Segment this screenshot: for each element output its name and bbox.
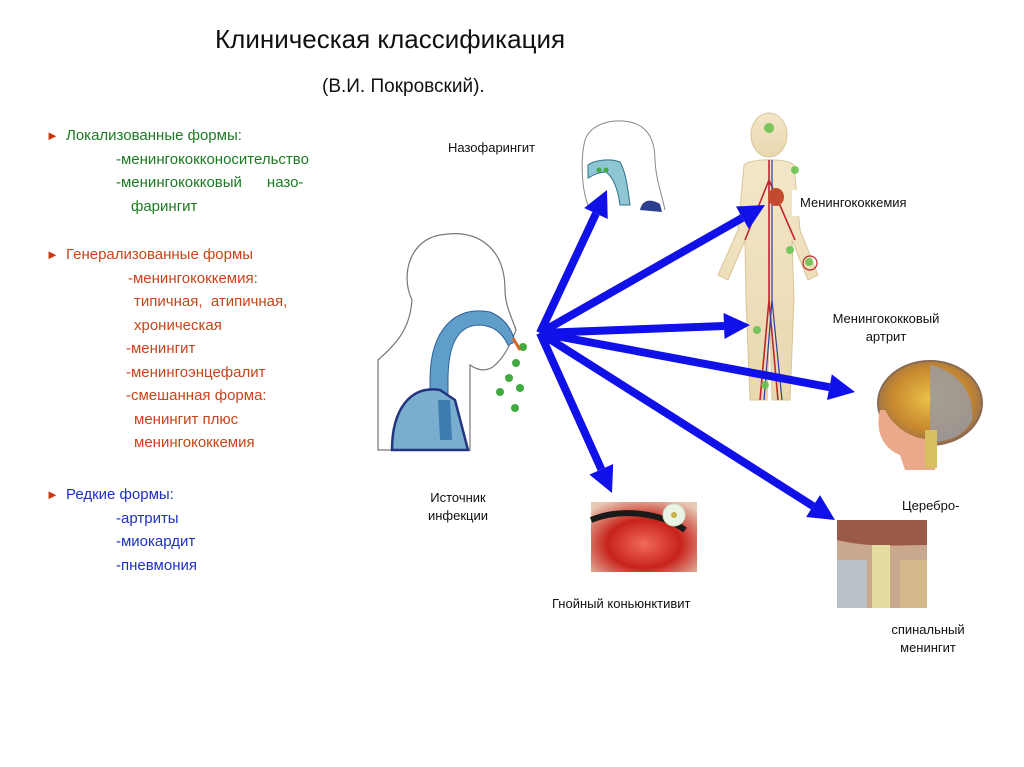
arrow-head-icon (806, 495, 835, 520)
arrow-to-conjunctivitis (536, 331, 614, 493)
arrow-shaft (539, 321, 725, 337)
label-conjunctivitis: Гнойный коньюнктивит (552, 596, 691, 611)
list-item: хроническая (134, 316, 222, 334)
section-heading: Генерализованные формы (66, 246, 254, 263)
list-item: фарингит (131, 197, 198, 215)
label-source-infection: Источник инфекции (410, 489, 506, 525)
arrow-shaft (539, 329, 831, 392)
arrow-head-icon (723, 312, 750, 339)
label-line: инфекции (427, 508, 489, 523)
list-item: типичная, атипичная, (134, 293, 288, 310)
label-nasopharyngitis: Назофарингит (448, 140, 536, 155)
section-localized: ► Локализованные формы: -менингококконоси… (46, 124, 309, 218)
source-infection-illustration (377, 233, 527, 452)
nasopharyngitis-illustration (581, 120, 666, 212)
arrow-to-meningitis (539, 329, 855, 400)
arrow-to-nasopharyngitis (536, 190, 608, 335)
arrow-shaft (536, 331, 605, 471)
arrows (536, 190, 855, 520)
arrow-head-icon (735, 205, 765, 230)
list-item: -менингококкемия: (128, 269, 258, 287)
arrow-shaft (536, 211, 600, 335)
triangle-right-icon: ► (46, 247, 59, 262)
arrow-head-icon (827, 374, 855, 400)
droplets (496, 343, 527, 412)
label-cerebrospinal-top: Церебро- (902, 498, 960, 513)
label-line: спинальный (891, 622, 965, 637)
conjunctivitis-illustration (589, 502, 697, 572)
section-generalized: ► Генерализованные формы -менингококкемия… (46, 243, 287, 455)
arrow-head-icon (589, 463, 614, 493)
list-item: менингококкемия (134, 434, 255, 451)
label-line: Менингококковый (832, 311, 940, 326)
label-line: артрит (865, 329, 907, 344)
list-item: -артриты (116, 509, 179, 527)
list-item: -менингоэнцефалит (126, 363, 266, 381)
list-item: -менингит (126, 340, 196, 357)
triangle-right-icon: ► (46, 128, 59, 143)
page-subtitle: (В.И. Покровский). (322, 76, 485, 97)
section-heading: Локализованные формы: (66, 127, 242, 144)
list-item: менингит плюс (134, 410, 239, 428)
arrow-shaft (537, 329, 816, 510)
section-rare: ► Редкие формы: -артриты -миокардит -пнев… (46, 483, 197, 577)
cerebrospinal-meningitis-illustration (837, 520, 927, 608)
label-line: Источник (430, 490, 486, 505)
arrow-to-arthritis (539, 312, 750, 339)
list-item: -менингококковый назо- (116, 174, 304, 191)
page-title: Клиническая классификация (215, 24, 566, 54)
list-item: -смешанная форма: (126, 387, 267, 404)
arrow-head-icon (584, 190, 608, 220)
meningitis-illustration (877, 360, 983, 470)
arrow-to-meningococcemia (538, 205, 765, 337)
list-item: -пневмония (116, 556, 197, 574)
label-arthritis: Менингококковый артрит (818, 310, 954, 346)
label-cerebrospinal-bottom: спинальный менингит (880, 621, 976, 657)
triangle-right-icon: ► (46, 487, 59, 502)
list-item: -миокардит (116, 533, 196, 550)
label-meningococcemia: Менингококкемия (792, 190, 915, 216)
label-line: менингит (900, 640, 956, 655)
arrow-shaft (538, 214, 745, 337)
arrow-to-cerebrospinal (537, 329, 835, 520)
meningococcemia-illustration (717, 112, 819, 401)
section-heading: Редкие формы: (66, 486, 174, 503)
list-item: -менингококконосительство (116, 150, 309, 168)
